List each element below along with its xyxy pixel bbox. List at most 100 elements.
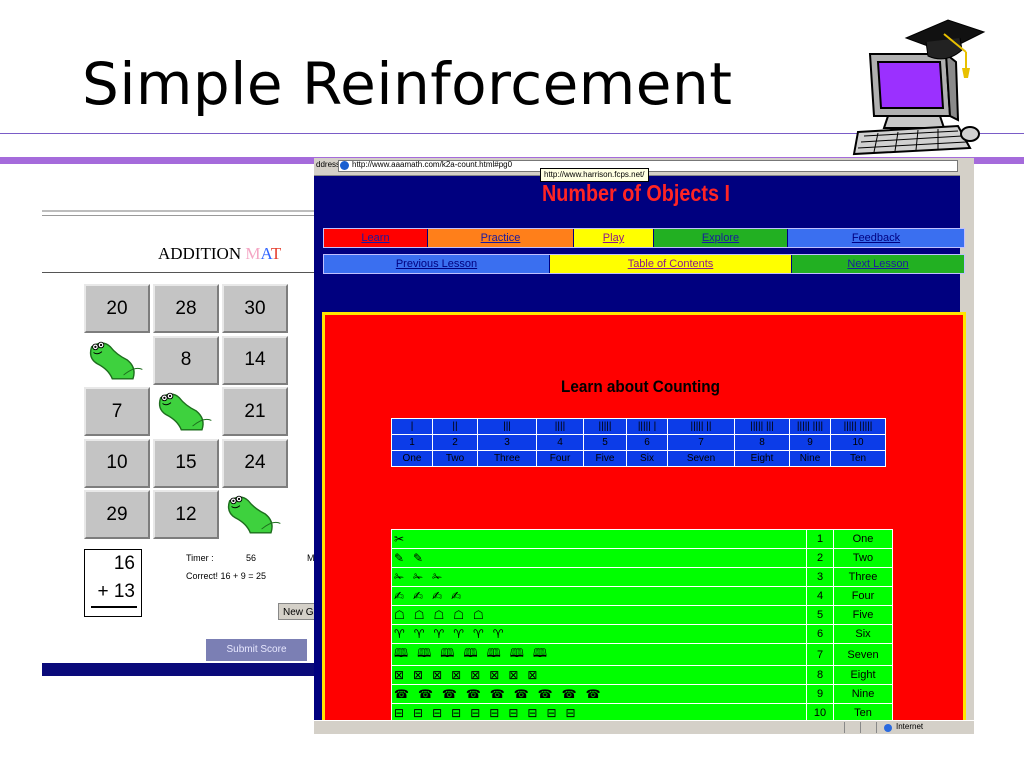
grid-cell-worm[interactable] — [222, 490, 288, 539]
nav-previous-lesson[interactable]: Previous Lesson — [324, 255, 550, 273]
object-symbols: ⊟⊟⊟⊟⊟⊟⊟⊟⊟⊟ — [391, 703, 807, 723]
status-divider — [860, 722, 861, 733]
address-label: ddress — [316, 160, 341, 169]
counting-word-cell: Six — [626, 450, 668, 467]
counting-tally-cell: | — [391, 418, 433, 435]
grid-cell-worm[interactable] — [84, 335, 150, 385]
problem-addend-top: 16 — [113, 553, 135, 574]
object-word: Two — [833, 548, 893, 568]
counting-number-cell: 5 — [583, 434, 627, 451]
grid-cell[interactable]: 15 — [153, 438, 219, 488]
object-symbols: ☖☖☖☖☖ — [391, 605, 807, 625]
page-icon — [340, 161, 349, 170]
counting-table: |||||||||||||||||||| |||||| ||||||| ||||… — [391, 418, 886, 467]
feedback-message: Correct! 16 + 9 = 25 — [186, 571, 267, 581]
current-problem: 16 + 13 — [84, 549, 142, 617]
object-word: One — [833, 529, 893, 549]
nav-feedback[interactable]: Feedback — [788, 229, 964, 247]
object-count: 1 — [806, 529, 834, 549]
object-word: Eight — [833, 665, 893, 685]
counting-word-cell: Four — [536, 450, 584, 467]
nav-table-of-contents[interactable]: Table of Contents — [550, 255, 792, 273]
grid-cell[interactable]: 29 — [84, 490, 150, 539]
grid-cell[interactable]: 21 — [222, 387, 288, 436]
counting-tally-cell: ||||| ||| — [734, 418, 790, 435]
game-title-letter-a: A — [260, 244, 271, 263]
object-count: 4 — [806, 586, 834, 606]
game-bottom-bar — [42, 663, 322, 676]
grid-cell[interactable]: 8 — [153, 335, 219, 385]
security-zone: Internet — [896, 722, 924, 731]
link-tooltip: http://www.harrison.fcps.net/ — [540, 168, 649, 182]
object-symbols: 🕮🕮🕮🕮🕮🕮🕮 — [391, 643, 807, 666]
counting-number-cell: 1 — [391, 434, 433, 451]
object-count: 6 — [806, 624, 834, 644]
counting-tally-cell: ||||| || — [667, 418, 735, 435]
grid-cell[interactable]: 28 — [153, 284, 219, 333]
grid-cell[interactable]: 20 — [84, 284, 150, 333]
timer-label: Timer : — [186, 553, 214, 563]
counting-tally-cell: || — [432, 418, 478, 435]
nav-practice[interactable]: Practice — [428, 229, 574, 247]
counting-tally-cell: ||| — [477, 418, 537, 435]
problem-sum-line — [91, 606, 137, 608]
counting-word-cell: Nine — [789, 450, 831, 467]
counting-word-cell: Eight — [734, 450, 790, 467]
object-word: Three — [833, 567, 893, 587]
grid-cell-worm[interactable] — [153, 387, 219, 436]
counting-number-cell: 6 — [626, 434, 668, 451]
game-top-rule — [42, 210, 322, 212]
grid-cell[interactable]: 14 — [222, 335, 288, 385]
grid-cell[interactable]: 24 — [222, 438, 288, 488]
object-word: Five — [833, 605, 893, 625]
grid-cell[interactable]: 10 — [84, 438, 150, 488]
game-top-rule-shadow — [42, 215, 322, 216]
counting-tally-cell: ||||| | — [626, 418, 668, 435]
counting-number-cell: 4 — [536, 434, 584, 451]
nav-learn[interactable]: Learn — [324, 229, 428, 247]
nav-next-lesson[interactable]: Next Lesson — [792, 255, 964, 273]
problem-addend-bottom: + 13 — [97, 581, 135, 602]
grid-cell[interactable]: 12 — [153, 490, 219, 539]
worm-icon — [89, 341, 143, 380]
grid-cell[interactable]: 30 — [222, 284, 288, 333]
object-word: Ten — [833, 703, 893, 723]
game-title: ADDITION MAT — [158, 244, 281, 264]
object-count: 10 — [806, 703, 834, 723]
counting-number-cell: 10 — [830, 434, 886, 451]
object-symbols: ☎☎☎☎☎☎☎☎☎ — [391, 684, 807, 704]
counting-number-cell: 8 — [734, 434, 790, 451]
object-symbols: ✁✁✁ — [391, 567, 807, 587]
address-url[interactable]: http://www.aaamath.com/k2a-count.html#pg… — [352, 160, 513, 169]
submit-score-button[interactable]: Submit Score — [206, 639, 307, 661]
game-title-rule — [42, 272, 322, 273]
object-symbols: ✂ — [391, 529, 807, 549]
counting-word-cell: Five — [583, 450, 627, 467]
nav-play[interactable]: Play — [574, 229, 654, 247]
nav-explore[interactable]: Explore — [654, 229, 788, 247]
internet-zone-icon — [884, 724, 892, 732]
game-title-letter-t: T — [270, 244, 282, 263]
object-word: Four — [833, 586, 893, 606]
object-symbols: ✎✎ — [391, 548, 807, 568]
grid-cell[interactable]: 7 — [84, 387, 150, 436]
object-word: Nine — [833, 684, 893, 704]
object-count: 8 — [806, 665, 834, 685]
object-symbols: ♈♈♈♈♈♈ — [391, 624, 807, 644]
counting-word-cell: Three — [477, 450, 537, 467]
slide-title: Simple Reinforcement — [82, 50, 733, 118]
lesson-nav-row-2: Previous Lesson Table of Contents Next L… — [323, 254, 965, 274]
counting-word-cell: One — [391, 450, 433, 467]
